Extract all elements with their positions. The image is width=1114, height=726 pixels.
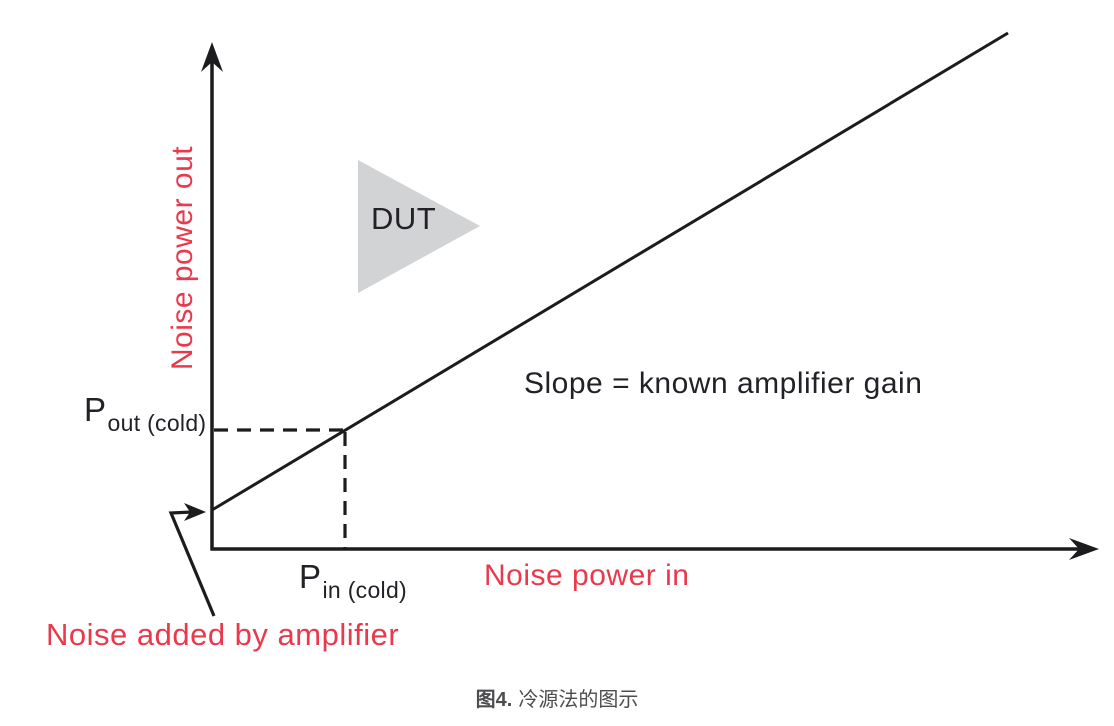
x-axis-label: Noise power in	[484, 559, 690, 592]
p-out-cold-label: Pout (cold)	[84, 391, 206, 435]
noise-added-arrowhead-icon	[184, 503, 206, 521]
y-axis-label: Noise power out	[166, 145, 199, 371]
noise-added-callout-arrow	[168, 510, 216, 617]
slope-annotation: Slope = known amplifier gain	[524, 367, 923, 400]
amplifier-triangle-icon	[358, 160, 480, 293]
figure-caption-number: 图4.	[475, 689, 513, 711]
noise-added-label: Noise added by amplifier	[46, 617, 400, 652]
p-out-subscript: out (cold)	[107, 410, 207, 436]
figure-caption-text: 冷源法的图示	[518, 689, 639, 711]
y-axis-arrowhead-icon	[201, 42, 223, 72]
p-in-cold-label: Pin (cold)	[299, 558, 407, 602]
p-in-base: P	[299, 558, 322, 595]
x-axis-arrowhead-icon	[1069, 538, 1099, 560]
p-out-base: P	[84, 391, 107, 428]
p-in-subscript: in (cold)	[322, 577, 408, 603]
dut-label: DUT	[371, 201, 437, 236]
gain-slope-line	[211, 31, 1009, 512]
figure-caption: 图4.冷源法的图示	[0, 683, 1114, 712]
